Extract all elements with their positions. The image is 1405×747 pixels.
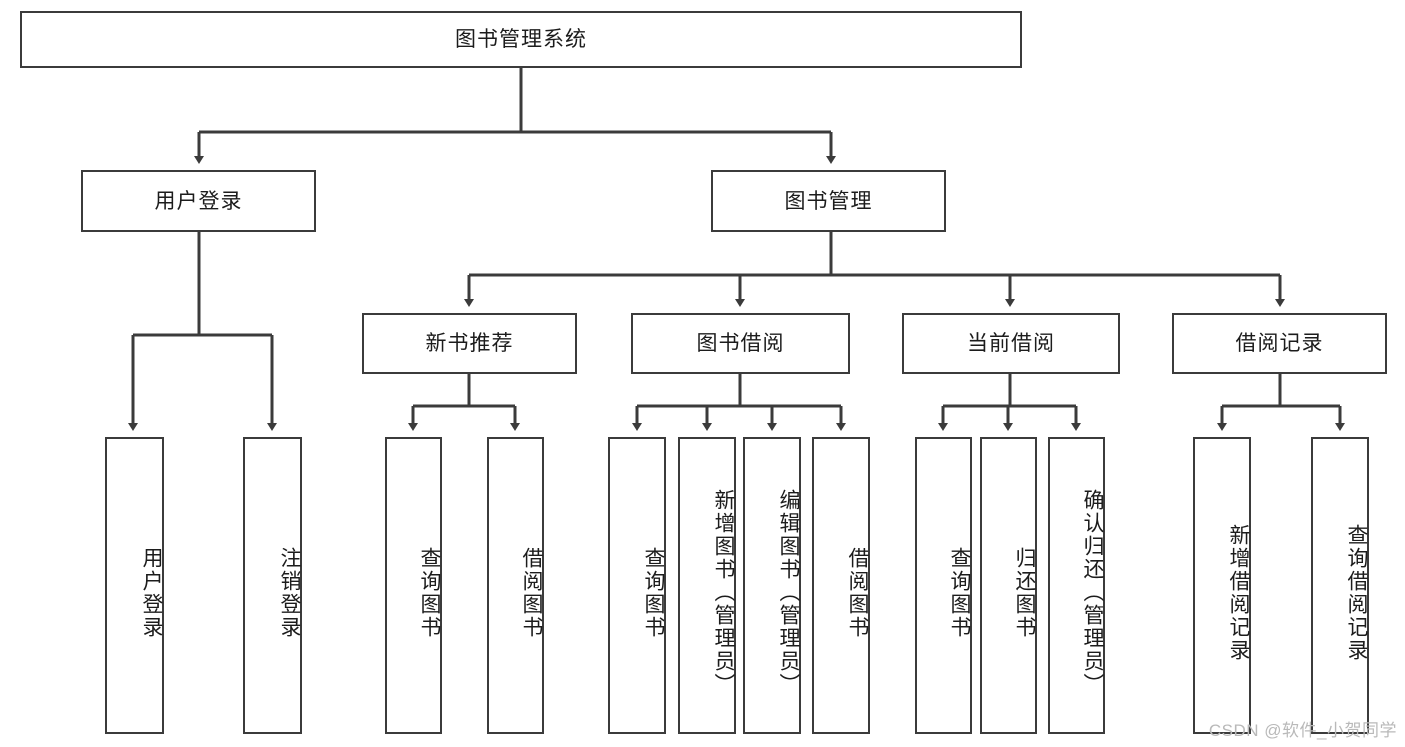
node-label: 注销登录 [278,546,301,639]
node-new-book-recommendation[interactable]: 新书推荐 [362,313,577,374]
node-book-borrowing[interactable]: 图书借阅 [631,313,850,374]
node-label: 借阅图书 [846,546,869,639]
leaf-user-login-login[interactable]: 用户登录 [105,437,164,734]
leaf-borrow-record-add[interactable]: 新增借阅记录 [1193,437,1251,734]
node-label: 当前借阅 [967,332,1055,355]
node-root-library-management-system[interactable]: 图书管理系统 [20,11,1022,68]
node-label: 图书管理系统 [455,28,587,51]
node-current-borrowing[interactable]: 当前借阅 [902,313,1120,374]
leaf-current-borrow-query[interactable]: 查询图书 [915,437,972,734]
leaf-book-borrow-add[interactable]: 新增图书（管理员） [678,437,736,734]
node-label: 用户登录 [154,189,243,213]
leaf-current-borrow-confirm-return[interactable]: 确认归还（管理员） [1048,437,1105,734]
csdn-watermark: CSDN @软件_小贺同学 [1208,721,1397,740]
node-label: 借阅图书 [520,546,543,639]
node-label: 查询图书 [948,546,971,639]
node-label: 确认归还（管理员） [1081,489,1104,696]
leaf-book-borrow-edit[interactable]: 编辑图书（管理员） [743,437,801,734]
node-borrow-records[interactable]: 借阅记录 [1172,313,1387,374]
leaf-book-borrow-query[interactable]: 查询图书 [608,437,666,734]
node-user-login[interactable]: 用户登录 [81,170,316,232]
leaf-borrow-record-query[interactable]: 查询借阅记录 [1311,437,1369,734]
node-label: 用户登录 [140,546,163,639]
node-label: 借阅记录 [1235,332,1324,355]
leaf-book-borrow-borrow[interactable]: 借阅图书 [812,437,870,734]
node-label: 新书推荐 [425,332,514,355]
node-label: 图书管理 [784,189,873,213]
node-label: 图书借阅 [696,332,785,355]
leaf-user-login-logout[interactable]: 注销登录 [243,437,302,734]
node-label: 查询图书 [642,546,665,639]
leaf-current-borrow-return[interactable]: 归还图书 [980,437,1037,734]
node-label: 归还图书 [1013,546,1036,639]
node-label: 查询借阅记录 [1345,523,1368,662]
node-label: 查询图书 [418,546,441,639]
leaf-new-book-borrow[interactable]: 借阅图书 [487,437,544,734]
leaf-new-book-query[interactable]: 查询图书 [385,437,442,734]
node-label: 新增图书（管理员） [712,489,735,696]
node-label: 新增借阅记录 [1227,523,1250,662]
node-label: 编辑图书（管理员） [777,489,800,696]
node-book-management[interactable]: 图书管理 [711,170,946,232]
